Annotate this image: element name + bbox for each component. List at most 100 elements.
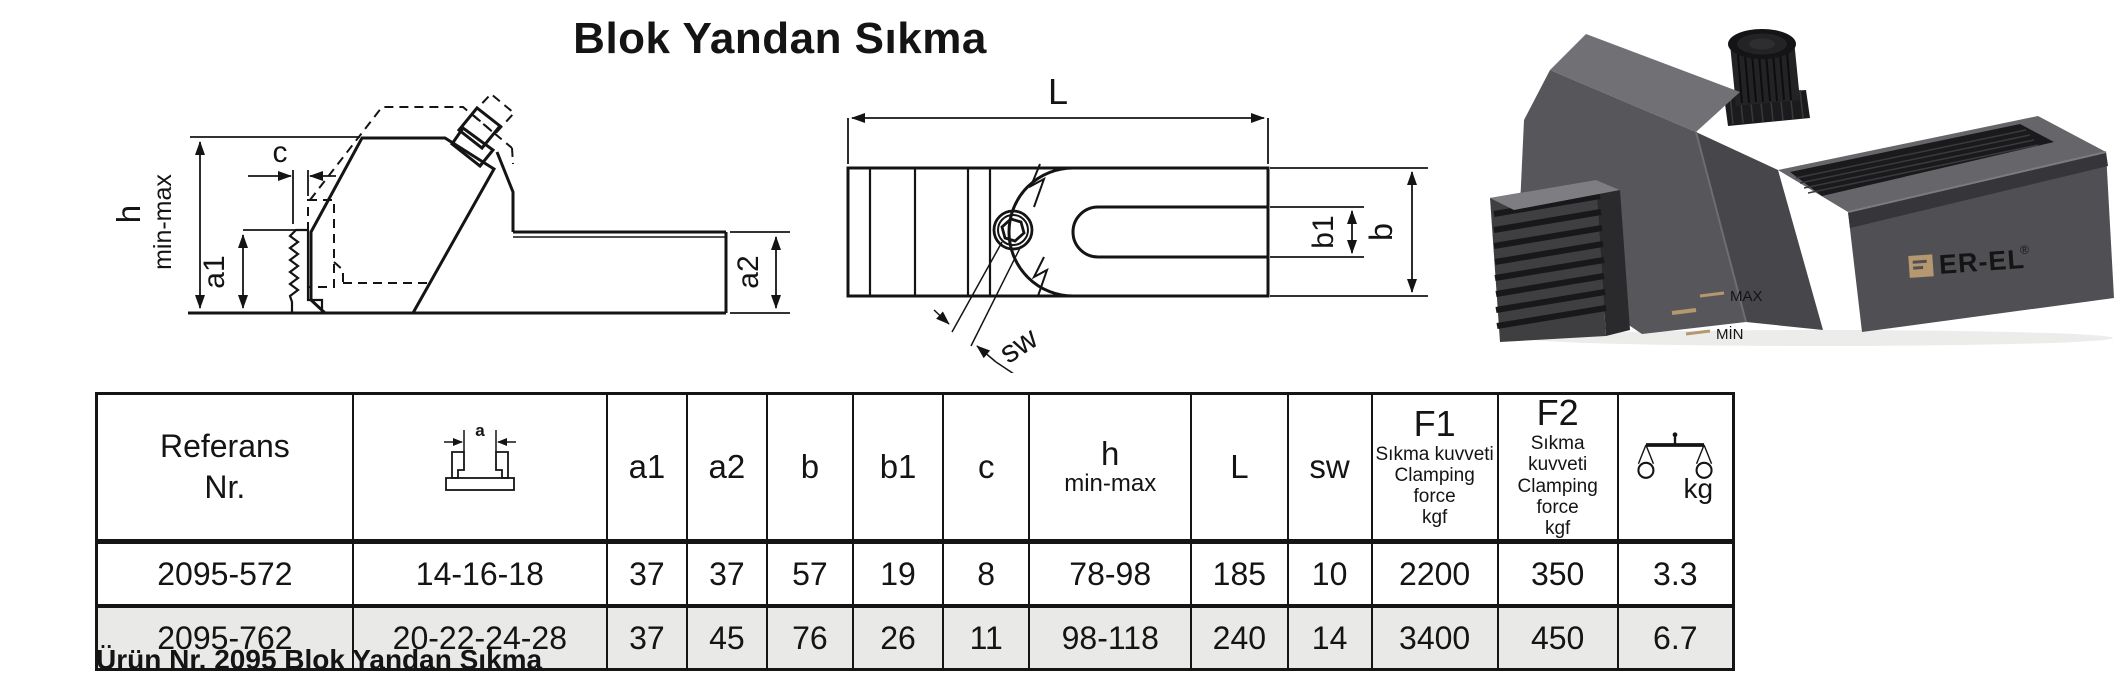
a-cell: 14-16-18 [351,540,608,609]
min-label: MİN [1716,325,1744,343]
fork-outer-arc [1007,166,1074,298]
sw-cell: 14 [1286,605,1373,671]
f1-sub-unit: kgf [1421,507,1448,529]
f1-sub-en: Clamping force [1394,464,1475,508]
f1-cell: 3400 [1370,605,1499,671]
photo-shadow [1523,330,2113,346]
f2-sub-unit: kgf [1544,518,1571,540]
screw-inner-circle [997,214,1029,246]
f1-cell: 2200 [1370,540,1499,609]
kg-cell: 6.7 [1616,605,1735,671]
L-dim-label: L [1048,71,1068,112]
break-line-top [1029,163,1046,208]
col-header-L: L [1190,392,1289,545]
col-header-sw: sw [1286,392,1373,545]
c-cell: 8 [942,540,1031,609]
slot-a-label: a [475,422,485,440]
h-label: h [1101,434,1120,472]
h-cell: 78-98 [1028,540,1193,609]
a2-cell: 37 [685,540,768,609]
max-label: MAX [1730,288,1763,305]
ref-nr-cell: 2095-572 [95,540,354,609]
col-header-b1: b1 [851,392,945,545]
kg-cell: 3.3 [1616,540,1735,609]
brand-registered-mark: ® [2020,243,2030,258]
max-tick [1699,291,1725,298]
col-header-referans: Referans Nr. [95,392,354,545]
b-cell: 76 [765,605,854,671]
h-dim-label: h [110,205,147,223]
t-slot-icon: a [443,421,516,491]
brand-name: ER-EL [1938,244,2026,280]
kg-label: kg [1683,473,1714,505]
body-segment-lines [868,168,992,296]
L-cell: 185 [1190,540,1289,609]
L-cell: 240 [1190,605,1289,671]
brand-logo: ER-EL ® [1908,243,2030,280]
referans-line2: Nr. [204,469,246,506]
b-dim-label: b [1363,223,1399,241]
break-line-bottom [1031,256,1049,297]
serrated-jaw [288,228,324,315]
a-cell: 20-22-24-28 [351,605,608,671]
a2-dim-label: a2 [732,255,765,288]
sw-arrow-2 [976,345,997,363]
c-cell: 11 [942,605,1031,671]
slot-end-arc [1071,205,1099,259]
screw-outer-circle [992,209,1034,251]
f2-sub-tr: Sıkma kuvveti [1528,433,1588,476]
product-photo: MAX MİN ER-EL ® [1490,29,2114,346]
c-dim-label: c [273,136,288,169]
col-header-f2: F2 Sıkma kuvveti Clamping force kgf [1496,392,1619,545]
col-header-h: h min-max [1028,392,1193,545]
a1-cell: 37 [605,605,688,671]
sw-arrow-tail [995,361,1014,373]
col-header-c: c [942,392,1031,545]
min-tick [1685,329,1711,336]
f2-cell: 350 [1496,540,1619,609]
product-number-footer: Ürün Nr. 2095 Blok Yandan Sıkma [96,644,543,675]
mid-tick [1671,308,1697,315]
col-header-b: b [765,392,854,545]
b-cell: 57 [765,540,854,609]
col-header-a2: a2 [685,392,768,545]
col-header-weight: kg [1616,392,1735,545]
table-header-row: Referans Nr. a [95,392,1735,545]
screw-cap [456,105,503,151]
table-row: 2095-572 14-16-18 37 37 57 19 8 78-98 18… [95,540,1735,609]
col-header-slot-a: a [351,392,608,545]
body-outline [846,166,1270,298]
f2-cell: 450 [1496,605,1619,671]
screw-boss [449,125,496,169]
top-view-drawing: L b1 b [846,71,1428,373]
f2-sub-en: Clamping force [1517,475,1598,518]
knurled-knob [1724,29,1810,126]
side-view-drawing: h min-max a1 c a2 [110,92,790,315]
referans-line1: Referans [159,427,290,464]
body-step-edge [495,151,515,232]
a1-dim-label: a1 [198,255,231,288]
f1-sub-tr: Sıkma kuvveti [1375,443,1494,465]
ref-nr-cell: 2095-762 [95,605,354,671]
h-minmax: min-max [1064,470,1157,498]
scale-icon [1637,432,1713,480]
a1-cell: 37 [605,540,688,609]
sw-leader-2 [970,245,1022,347]
spec-table: Referans Nr. a [95,392,1735,672]
b1-cell: 26 [851,605,945,671]
b1-cell: 19 [851,540,945,609]
page-title: Blok Yandan Sıkma [573,14,987,63]
max-min-markings: MAX MİN [1671,288,1763,343]
f2-label: F2 [1536,392,1579,433]
brand-logo-mark [1908,254,1934,278]
b1-dim-label: b1 [1307,215,1340,248]
a2-cell: 45 [685,605,768,671]
table-row: 2095-762 20-22-24-28 37 45 76 26 11 98-1… [95,605,1735,671]
col-header-a1: a1 [605,392,688,545]
sw-cell: 10 [1286,540,1373,609]
h-cell: 98-118 [1028,605,1193,671]
sw-dim-label: sw [993,320,1044,370]
f1-label: F1 [1413,402,1456,444]
serrated-jaw-block [1490,180,1630,342]
